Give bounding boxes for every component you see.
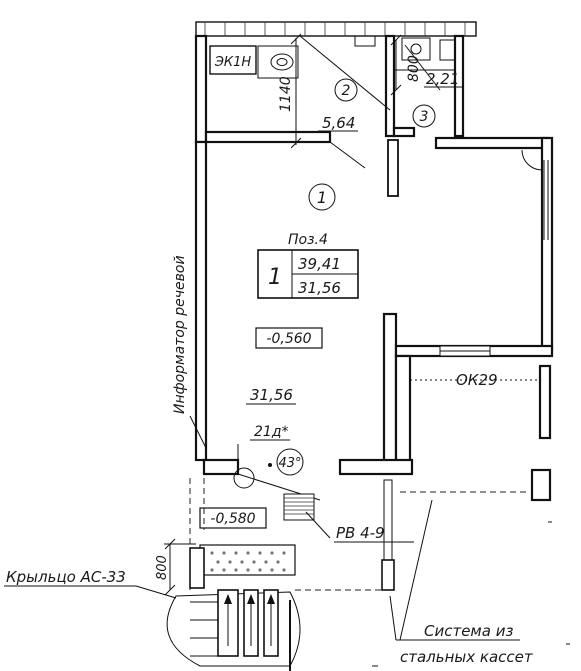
porch-callout: Крыльцо АС-33 [4, 568, 177, 599]
dimension-800-top: 800 [390, 34, 422, 96]
svg-text:2: 2 [342, 83, 351, 99]
washbasin-icon [401, 37, 431, 61]
level-outside: -0,580 [199, 507, 267, 529]
system-callout: Система из стальных кассет [389, 499, 534, 666]
svg-text:стальных кассет: стальных кассет [400, 648, 534, 666]
equipment-box: ЭК1Н [209, 45, 257, 75]
angle-marker: 43° [276, 448, 304, 476]
door-swing-arc [521, 149, 543, 171]
equipment-label: ЭК1Н [214, 55, 252, 70]
bathroom-walls [194, 34, 465, 169]
living-room-walls [194, 136, 554, 502]
svg-text:39,41: 39,41 [298, 255, 341, 273]
svg-text:-0,580: -0,580 [210, 511, 255, 527]
svg-text:1: 1 [317, 188, 327, 207]
top-wall [195, 21, 477, 61]
door-mark: 21д* [237, 424, 290, 460]
room-area: 31,56 [246, 386, 296, 405]
svg-text:31,56: 31,56 [298, 279, 341, 297]
room-2-marker: 2 [334, 78, 358, 102]
dimension-1140: 1140 [278, 33, 302, 149]
svg-text:2,21: 2,21 [426, 70, 459, 88]
informer-callout: Информатор речевой [172, 255, 207, 449]
toilet-icon [257, 45, 299, 79]
svg-text:21д*: 21д* [254, 424, 289, 440]
porch-stairs [166, 544, 301, 671]
room-1-marker: 1 [308, 183, 336, 211]
ramp-callout: РВ 4-9 [305, 511, 414, 543]
svg-text:800: 800 [406, 55, 422, 82]
svg-text:800: 800 [155, 555, 170, 580]
svg-text:Информатор речевой: Информатор речевой [172, 255, 188, 414]
window-label: ОК29 [456, 371, 498, 389]
svg-text:5,64: 5,64 [322, 114, 355, 132]
bath-area: 5,64 [318, 114, 358, 132]
svg-text:1140: 1140 [278, 76, 294, 112]
wc-area: 2,21 [424, 70, 462, 88]
svg-text:31,56: 31,56 [250, 386, 293, 404]
svg-text:43°: 43° [278, 456, 301, 471]
svg-text:Крыльцо АС-33: Крыльцо АС-33 [6, 568, 126, 586]
svg-text:3: 3 [420, 109, 429, 125]
svg-text:Система из: Система из [424, 622, 513, 640]
svg-text:1: 1 [268, 265, 282, 290]
dimension-800-porch: 800 [155, 538, 196, 596]
svg-text:РВ 4-9: РВ 4-9 [336, 524, 385, 542]
position-label: Поз.4 [288, 232, 328, 248]
apartment-info-box: Поз.4 1 39,41 31,56 [257, 232, 359, 299]
room-3-marker: 3 [412, 104, 436, 128]
level-inside: -0,560 [255, 327, 323, 349]
svg-text:-0,560: -0,560 [266, 331, 311, 347]
